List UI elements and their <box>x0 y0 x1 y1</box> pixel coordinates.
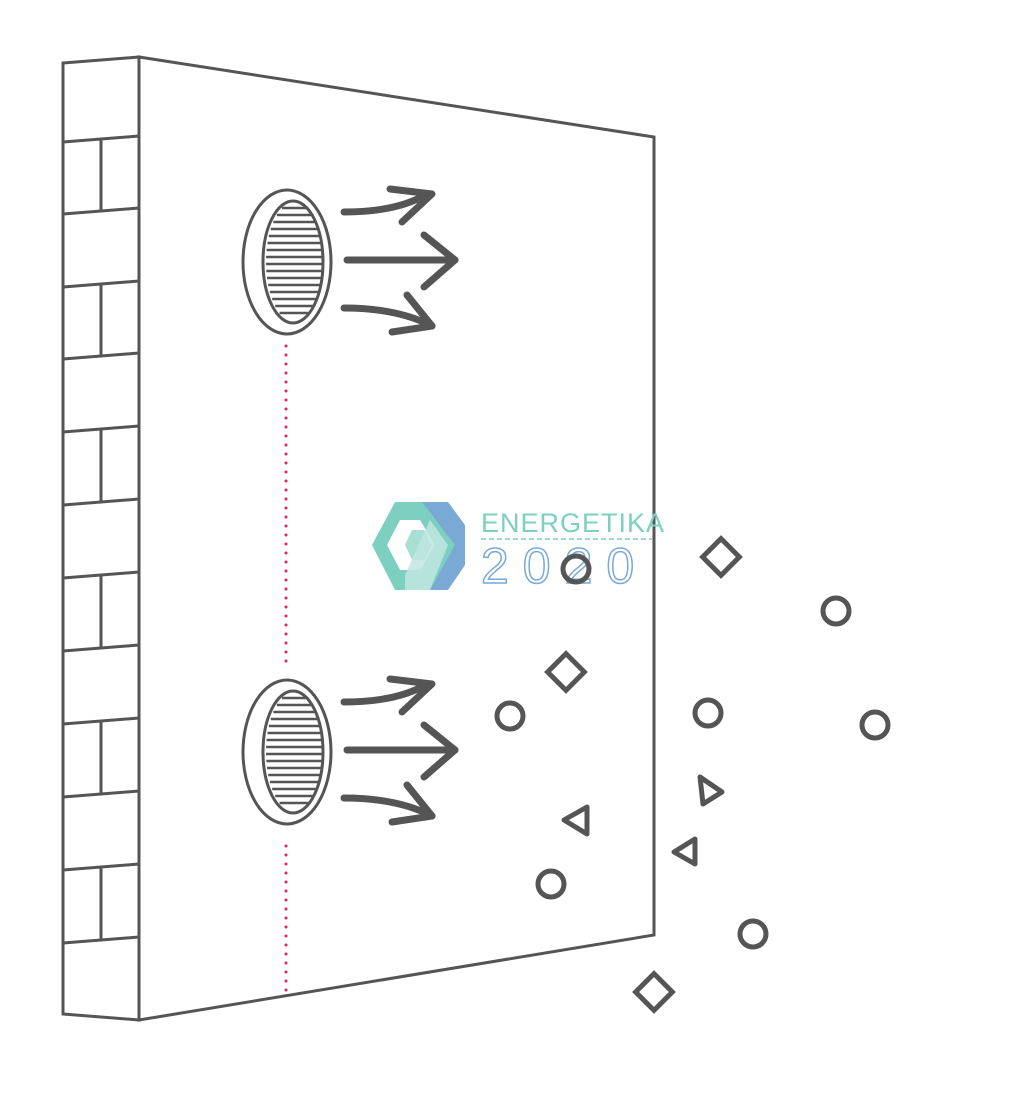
brick-joint <box>62 351 140 361</box>
brick-joint <box>62 935 140 945</box>
logo-name: ENERGETIKA <box>481 508 665 538</box>
vent-icon <box>241 675 459 826</box>
triangle-particle <box>671 836 698 867</box>
vent-icon <box>241 185 459 336</box>
brick-joint <box>62 206 140 216</box>
airflow-arrow <box>340 680 431 706</box>
vent-frame <box>241 188 333 336</box>
vent-frame <box>241 678 333 826</box>
logo-mark <box>372 502 465 590</box>
triangle-particle <box>561 804 590 837</box>
logo: ENERGETIKA 2020 <box>372 502 665 595</box>
airflow-arrow <box>386 675 436 716</box>
triangle-particle <box>697 774 725 807</box>
brick-joints <box>62 134 140 945</box>
wall <box>61 55 656 1022</box>
airflow-arrow <box>388 291 436 336</box>
circle-particle <box>535 868 567 900</box>
circle-particle <box>494 700 526 732</box>
logo-year: 2020 <box>481 538 648 594</box>
vent-grille <box>261 689 325 815</box>
airflow-arrow <box>420 231 459 291</box>
airflow-arrow <box>420 721 459 781</box>
airflow-arrow <box>340 190 431 216</box>
circle-particle <box>560 553 592 585</box>
diamond-particle <box>632 970 676 1014</box>
circle-particle <box>859 709 891 741</box>
circle-particle <box>737 918 769 950</box>
diamond-particle <box>699 535 743 579</box>
brick-joint <box>62 789 140 799</box>
wall-front <box>137 55 656 1022</box>
circle-particle <box>820 595 852 627</box>
airflow-arrow <box>386 185 436 226</box>
circle-particle <box>692 697 724 729</box>
particles <box>494 535 891 1014</box>
airflow-arrow <box>388 781 436 826</box>
diamond-particle <box>544 650 588 694</box>
vent-grille <box>261 199 325 325</box>
brick-joint <box>62 643 140 653</box>
brick-joint <box>62 497 140 507</box>
